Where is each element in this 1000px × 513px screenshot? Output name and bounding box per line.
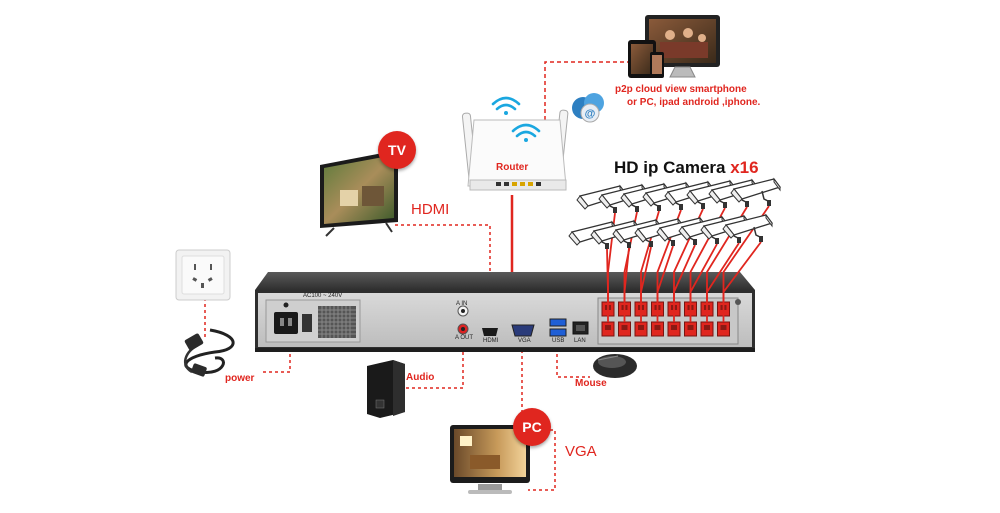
wifi-icon (491, 96, 521, 115)
camera-cable (673, 244, 696, 322)
camera-cable (656, 245, 674, 322)
audio-out-label: A OUT (455, 335, 474, 341)
psu-fan-vent (318, 306, 356, 338)
vga-cable (521, 338, 556, 491)
poe-port-socket (671, 325, 677, 330)
svg-text:@: @ (585, 108, 596, 120)
camera-cable (623, 247, 630, 322)
hdmi-label: HDMI (411, 201, 450, 218)
camera-cable (722, 241, 762, 322)
power-label: power (225, 373, 255, 384)
poe-port-socket (704, 325, 710, 330)
camera-array (568, 178, 781, 250)
audio-cable (406, 340, 464, 389)
poe-port-socket (638, 325, 644, 330)
cloud-caption-line1: p2p cloud view smartphone (615, 84, 747, 95)
mouse-label: Mouse (575, 378, 607, 389)
poe-port-socket (605, 325, 611, 330)
monitor-icon (450, 425, 530, 494)
hdmi-port (482, 328, 498, 336)
cloud-at-icon: @ (572, 93, 604, 123)
camera-count: x16 (730, 158, 759, 177)
audio-label: Audio (406, 372, 435, 383)
poe-port-socket (654, 325, 661, 330)
wifi-icon (511, 123, 541, 142)
vga-label: VGA (565, 443, 597, 460)
camera-cable (606, 248, 609, 322)
camera-cable (706, 242, 740, 322)
mouse-cable (556, 342, 590, 378)
tv-badge: TV (378, 131, 416, 169)
usb-port-label: USB (552, 338, 565, 344)
hdmi-port-label: HDMI (483, 338, 499, 344)
audio-in-label: A IN (456, 301, 468, 307)
wall-socket-icon (175, 249, 231, 301)
pc-badge: PC (513, 408, 551, 446)
power-inlet (274, 312, 298, 334)
tv-icon (320, 150, 398, 237)
camera-title: HD ip Camera x16 (614, 158, 759, 178)
camera-cable (689, 243, 718, 322)
speaker-icon (367, 360, 405, 418)
power-plug-icon (183, 328, 235, 377)
camera-title-text: HD ip Camera (614, 158, 726, 177)
poe-port-socket (621, 325, 628, 330)
nvr-recorder (255, 272, 755, 352)
poe-port-socket (687, 325, 694, 330)
power-spec-label: AC100 ~ 240V (303, 293, 343, 299)
lan-port-label: LAN (574, 338, 586, 344)
camera-cable (640, 246, 652, 322)
usb-port (549, 318, 567, 327)
router-icon (461, 109, 569, 191)
router-label: Router (496, 162, 529, 173)
vga-port-label: VGA (518, 338, 531, 344)
vga-port (511, 324, 535, 337)
cloud-caption-line2: or PC, ipad android ,iphone. (627, 97, 761, 108)
mouse-icon (593, 354, 637, 378)
poe-port-socket (720, 325, 727, 330)
usb-port (549, 328, 567, 337)
remote-devices (628, 15, 720, 78)
